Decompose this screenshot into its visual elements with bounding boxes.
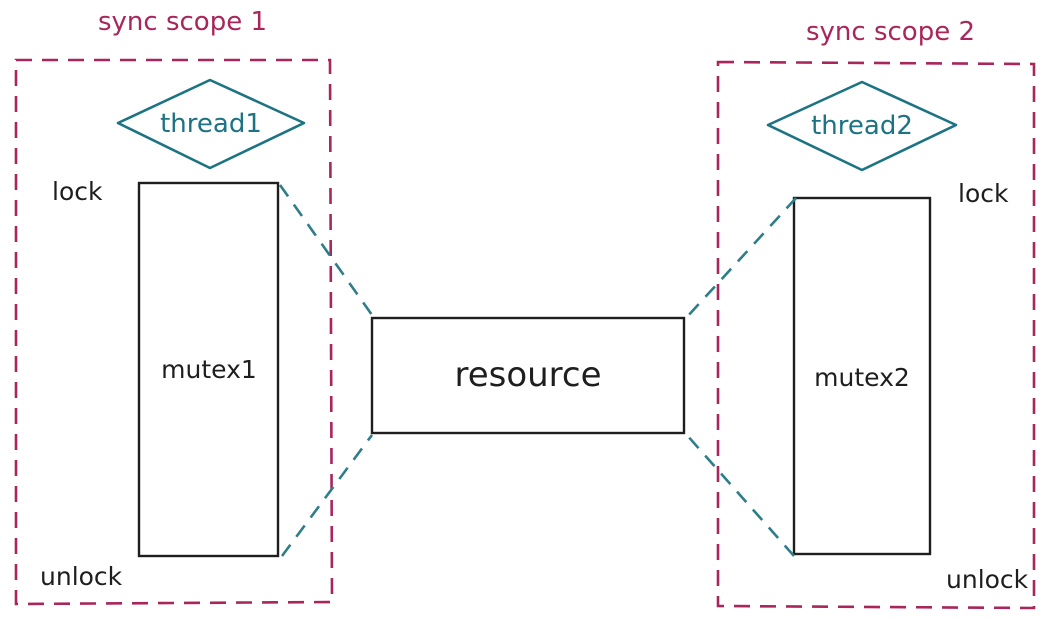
mutex-1[interactable]: mutex1 lock unlock [40,177,280,591]
mutex-1-unlock-label: unlock [40,562,123,591]
mutex-2[interactable]: mutex2 lock unlock [792,179,1029,594]
connector-mutex1-top-to-resource [278,184,374,316]
sync-scope-2-label: sync scope 2 [806,17,975,47]
sync-scope-1: sync scope 1 [14,7,334,606]
mutex-2-label: mutex2 [814,363,910,392]
connector-mutex2-bottom-to-resource [685,433,795,557]
thread-1-label: thread1 [160,109,262,139]
mutex-2-lock-label: lock [958,179,1009,208]
thread-1[interactable]: thread1 [116,78,306,170]
thread-2-diamond [766,80,958,172]
resource-box [370,316,686,435]
sync-scope-2-border [716,60,1036,610]
connector-mutex1-bottom-to-resource [280,434,374,557]
sync-scope-1-label: sync scope 1 [98,7,267,37]
resource[interactable]: resource [370,316,686,435]
thread-2-label: thread2 [811,111,913,141]
mutex-1-lock-label: lock [52,177,103,206]
mutex-2-box [792,196,932,556]
resource-label: resource [454,355,601,395]
thread-2[interactable]: thread2 [766,80,958,172]
sync-scope-2: sync scope 2 [716,17,1036,610]
mutex-2-unlock-label: unlock [946,565,1029,594]
mutex-1-box [137,181,280,558]
connector-mutex2-top-to-resource [685,197,797,319]
sync-scope-1-border [14,58,334,606]
mutex-1-label: mutex1 [161,355,257,384]
thread-1-diamond [116,78,306,170]
connectors [278,184,797,557]
